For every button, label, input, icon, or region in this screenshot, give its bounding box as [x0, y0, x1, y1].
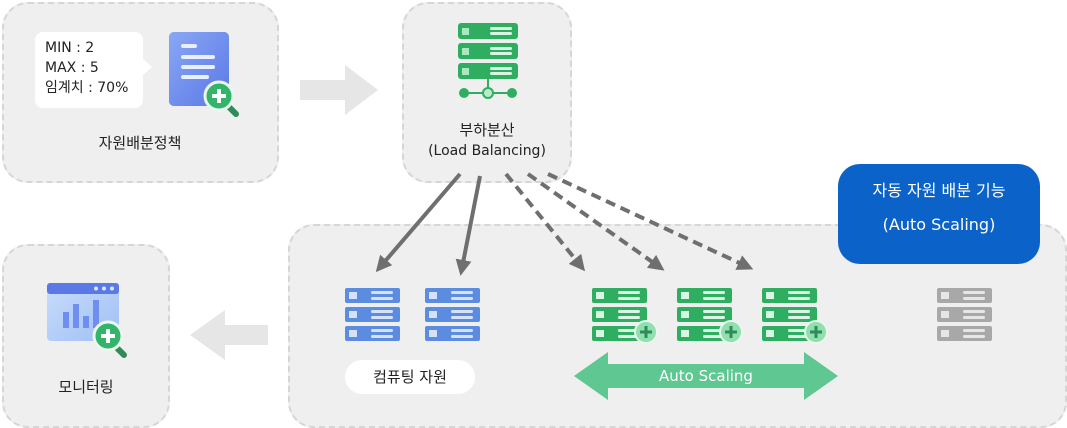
callout-pointer	[142, 58, 152, 76]
solid-arrow-2	[455, 175, 482, 276]
solid-arrow-1	[375, 172, 462, 273]
plus-icon	[804, 320, 828, 344]
auto-scaling-arrow-label: Auto Scaling	[659, 367, 753, 385]
monitoring-title: 모니터링	[58, 378, 114, 396]
dashed-arrow-1	[504, 172, 586, 272]
dashed-arrow-2	[526, 172, 665, 271]
policy-callout: MIN : 2 MAX : 5 임계치 : 70%	[35, 32, 152, 108]
policy-min: MIN : 2	[45, 40, 95, 56]
server-add-icon	[762, 288, 828, 344]
lb-title: 부하분산	[459, 121, 515, 139]
policy-max: MAX : 5	[45, 60, 99, 76]
policy-threshold: 임계치 : 70%	[45, 80, 129, 96]
auto-scaling-badge: 자동 자원 배분 기능 (Auto Scaling)	[838, 164, 1040, 264]
dashed-arrow-3	[547, 172, 754, 270]
badge-title: 자동 자원 배분 기능	[872, 181, 1006, 200]
server-add-icon	[677, 288, 743, 344]
server-inactive-icon	[937, 288, 992, 341]
lb-subtitle: (Load Balancing)	[428, 143, 546, 159]
policy-title: 자원배분정책	[98, 134, 182, 152]
server-icon	[425, 288, 480, 341]
server-add-icon	[592, 288, 658, 344]
server-icon	[345, 288, 400, 341]
plus-icon	[634, 320, 658, 344]
badge-subtitle: (Auto Scaling)	[882, 215, 996, 234]
compute-resources-pill: 컴퓨팅 자원	[345, 360, 475, 394]
plus-icon	[719, 320, 743, 344]
